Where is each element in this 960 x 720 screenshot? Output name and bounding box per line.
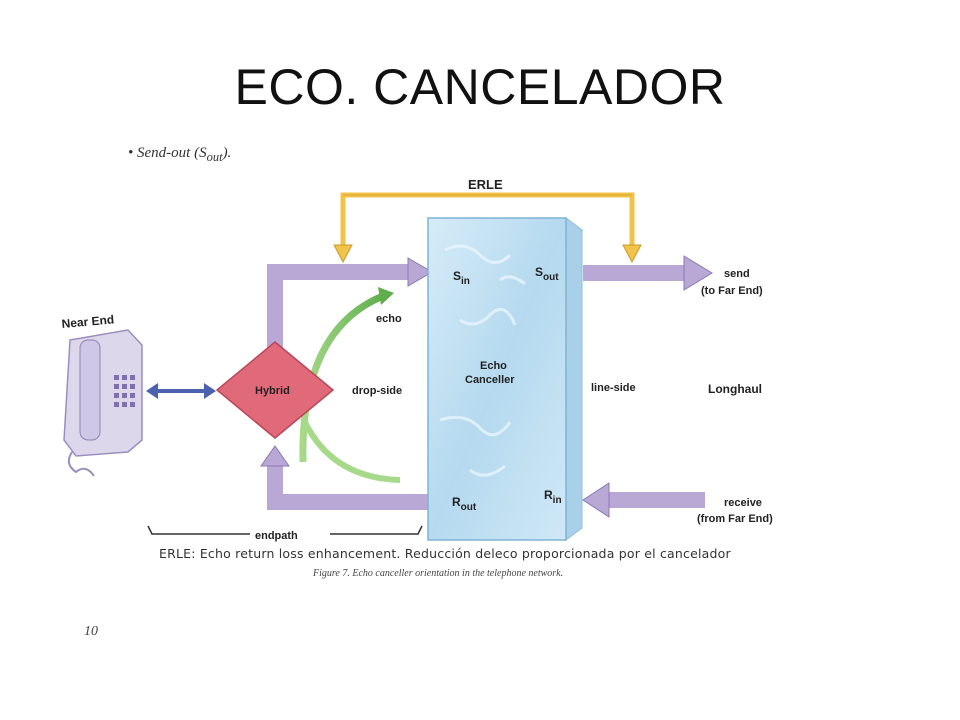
send-label-2: (to Far End) [701,285,763,297]
erle-label: ERLE [468,177,503,192]
near-end-label: Near End [61,312,115,331]
longhaul-label: Longhaul [708,382,762,396]
near-end-paths [260,257,433,510]
send-label-1: send [724,268,750,280]
send-arrow [583,255,713,291]
rin-label: Rin [544,488,562,506]
slide-title: ECO. CANCELADOR [234,59,726,115]
figure-caption: Figure 7. Echo canceller orientation in … [313,568,564,579]
page-number: 10 [84,624,98,639]
receive-arrow [582,482,705,518]
erle-arrow: ERLE [333,177,642,264]
telephone-icon: Near End [61,312,143,477]
erle-caption: ERLE: Echo return loss enhancement. Redu… [159,546,731,561]
canceller-label-2: Canceller [465,374,515,386]
echo-canceller-block: Echo Canceller Sin Sout Rout Rin [426,217,584,541]
canceller-label-1: Echo [480,360,507,372]
line-side-label: line-side [591,382,636,394]
echo-curve [299,287,401,483]
endpath-label: endpath [255,530,298,542]
receive-label-2: (from Far End) [697,513,773,525]
endpath-bracket: endpath [147,525,423,542]
sout-label: Sout [535,265,559,283]
echo-label: echo [376,313,402,325]
drop-side-label: drop-side [352,385,402,397]
send-out-bullet: • Send-out (Sout). [128,145,232,164]
phone-hybrid-link [146,383,216,399]
rout-label: Rout [452,495,477,513]
hybrid-label: Hybrid [255,385,290,397]
receive-label-1: receive [724,497,762,509]
sin-label: Sin [453,269,470,287]
hybrid-block: Hybrid [215,341,335,439]
